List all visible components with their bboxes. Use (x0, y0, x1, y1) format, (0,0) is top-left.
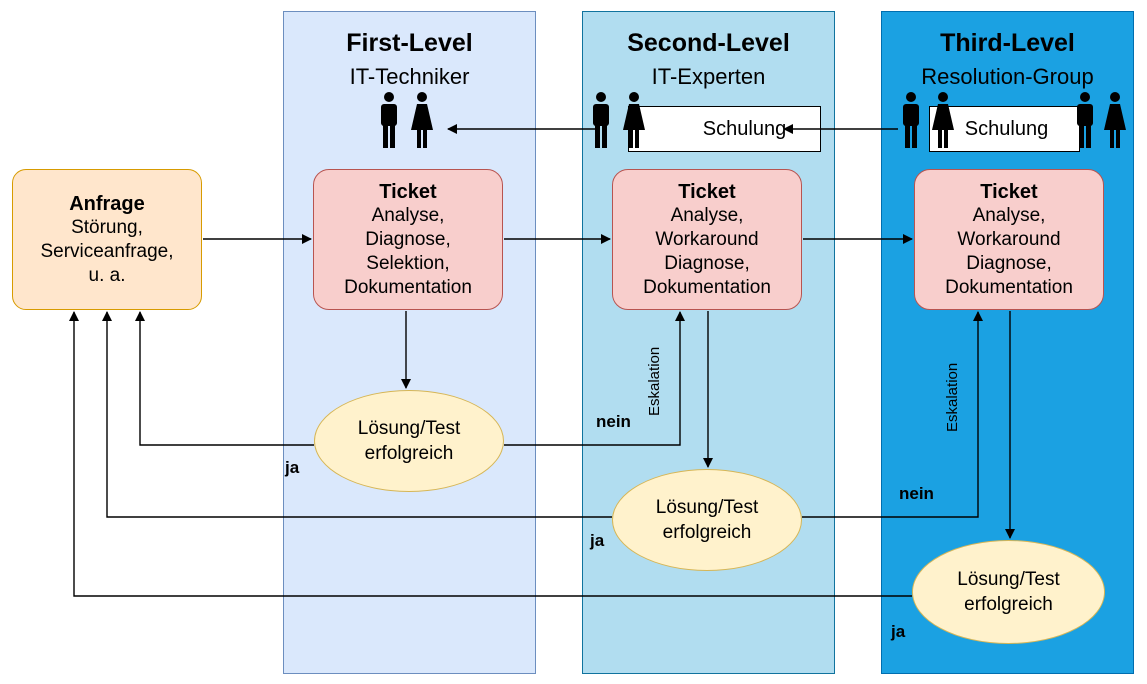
arrow-ja-2 (102, 311, 612, 518)
lane-subtitle: Resolution-Group (921, 64, 1094, 89)
schulung-box-third-level: Schulung (929, 106, 1080, 152)
man-icon (1077, 92, 1093, 148)
ticket-line: Dokumentation (344, 276, 472, 298)
woman-icon (411, 92, 433, 148)
ticket-line: Diagnose, (966, 252, 1052, 274)
arrow-eskalation-1 (504, 311, 685, 446)
solution-decision-first-level: Lösung/Test erfolgreich (314, 390, 504, 492)
edge-label-eskalation: Eskalation (944, 362, 961, 432)
ticket-title: Ticket (678, 180, 736, 203)
ticket-box-third-level: Ticket Analyse, Workaround Diagnose, Dok… (914, 169, 1104, 310)
solution-line: erfolgreich (964, 594, 1053, 615)
man-icon (903, 92, 919, 148)
ticket-line: Workaround (655, 228, 759, 250)
solution-line: Lösung/Test (957, 569, 1060, 590)
woman-icon (623, 92, 645, 148)
lane-subtitle: IT-Experten (651, 64, 766, 89)
ticket-box-first-level: Ticket Analyse, Diagnose, Selektion, Dok… (313, 169, 503, 310)
ticket-title: Ticket (980, 180, 1038, 203)
ticket-line: Dokumentation (643, 276, 771, 298)
lane-title: First-Level (346, 29, 473, 57)
anfrage-line: Serviceanfrage, (40, 240, 174, 262)
man-icon (381, 92, 397, 148)
schulung-label: Schulung (964, 117, 1049, 140)
edge-label-ja: ja (285, 458, 300, 477)
ticket-line: Diagnose, (365, 228, 451, 250)
solution-decision-third-level: Lösung/Test erfolgreich (912, 540, 1105, 644)
ticket-title: Ticket (379, 180, 437, 203)
man-icon (593, 92, 609, 148)
lane-title: Second-Level (627, 29, 790, 57)
edge-label-ja: ja (590, 531, 605, 550)
ticket-line: Analyse, (972, 204, 1046, 226)
solution-line: erfolgreich (662, 522, 752, 543)
solution-line: Lösung/Test (655, 497, 759, 518)
lane-first-level: First-Level IT-Techniker (283, 11, 536, 674)
lane-title: Third-Level (940, 29, 1075, 57)
solution-line: Lösung/Test (357, 418, 461, 439)
lane-subtitle: IT-Techniker (349, 64, 470, 89)
edge-label-ja: ja (891, 622, 906, 641)
anfrage-box: Anfrage Störung, Serviceanfrage, u. a. (12, 169, 202, 310)
arrow-eskalation-2 (802, 311, 983, 518)
woman-icon (932, 92, 954, 148)
edge-label-eskalation: Eskalation (646, 346, 663, 416)
woman-icon (1104, 92, 1126, 148)
edge-label-nein: nein (596, 412, 631, 431)
anfrage-line: u. a. (88, 264, 126, 286)
ticket-box-second-level: Ticket Analyse, Workaround Diagnose, Dok… (612, 169, 802, 310)
ticket-line: Selektion, (366, 252, 450, 274)
arrow-ja-1 (135, 311, 314, 446)
anfrage-title: Anfrage (69, 192, 145, 215)
schulung-label: Schulung (702, 117, 787, 140)
ticket-line: Workaround (957, 228, 1061, 250)
edge-label-nein: nein (899, 484, 934, 503)
ticket-line: Dokumentation (945, 276, 1073, 298)
anfrage-line: Störung, (71, 216, 143, 238)
ticket-line: Diagnose, (664, 252, 750, 274)
ticket-line: Analyse, (371, 204, 445, 226)
ticket-line: Analyse, (670, 204, 744, 226)
solution-decision-second-level: Lösung/Test erfolgreich (612, 469, 802, 571)
arrow-ja-3 (69, 311, 912, 597)
solution-line: erfolgreich (364, 443, 454, 464)
